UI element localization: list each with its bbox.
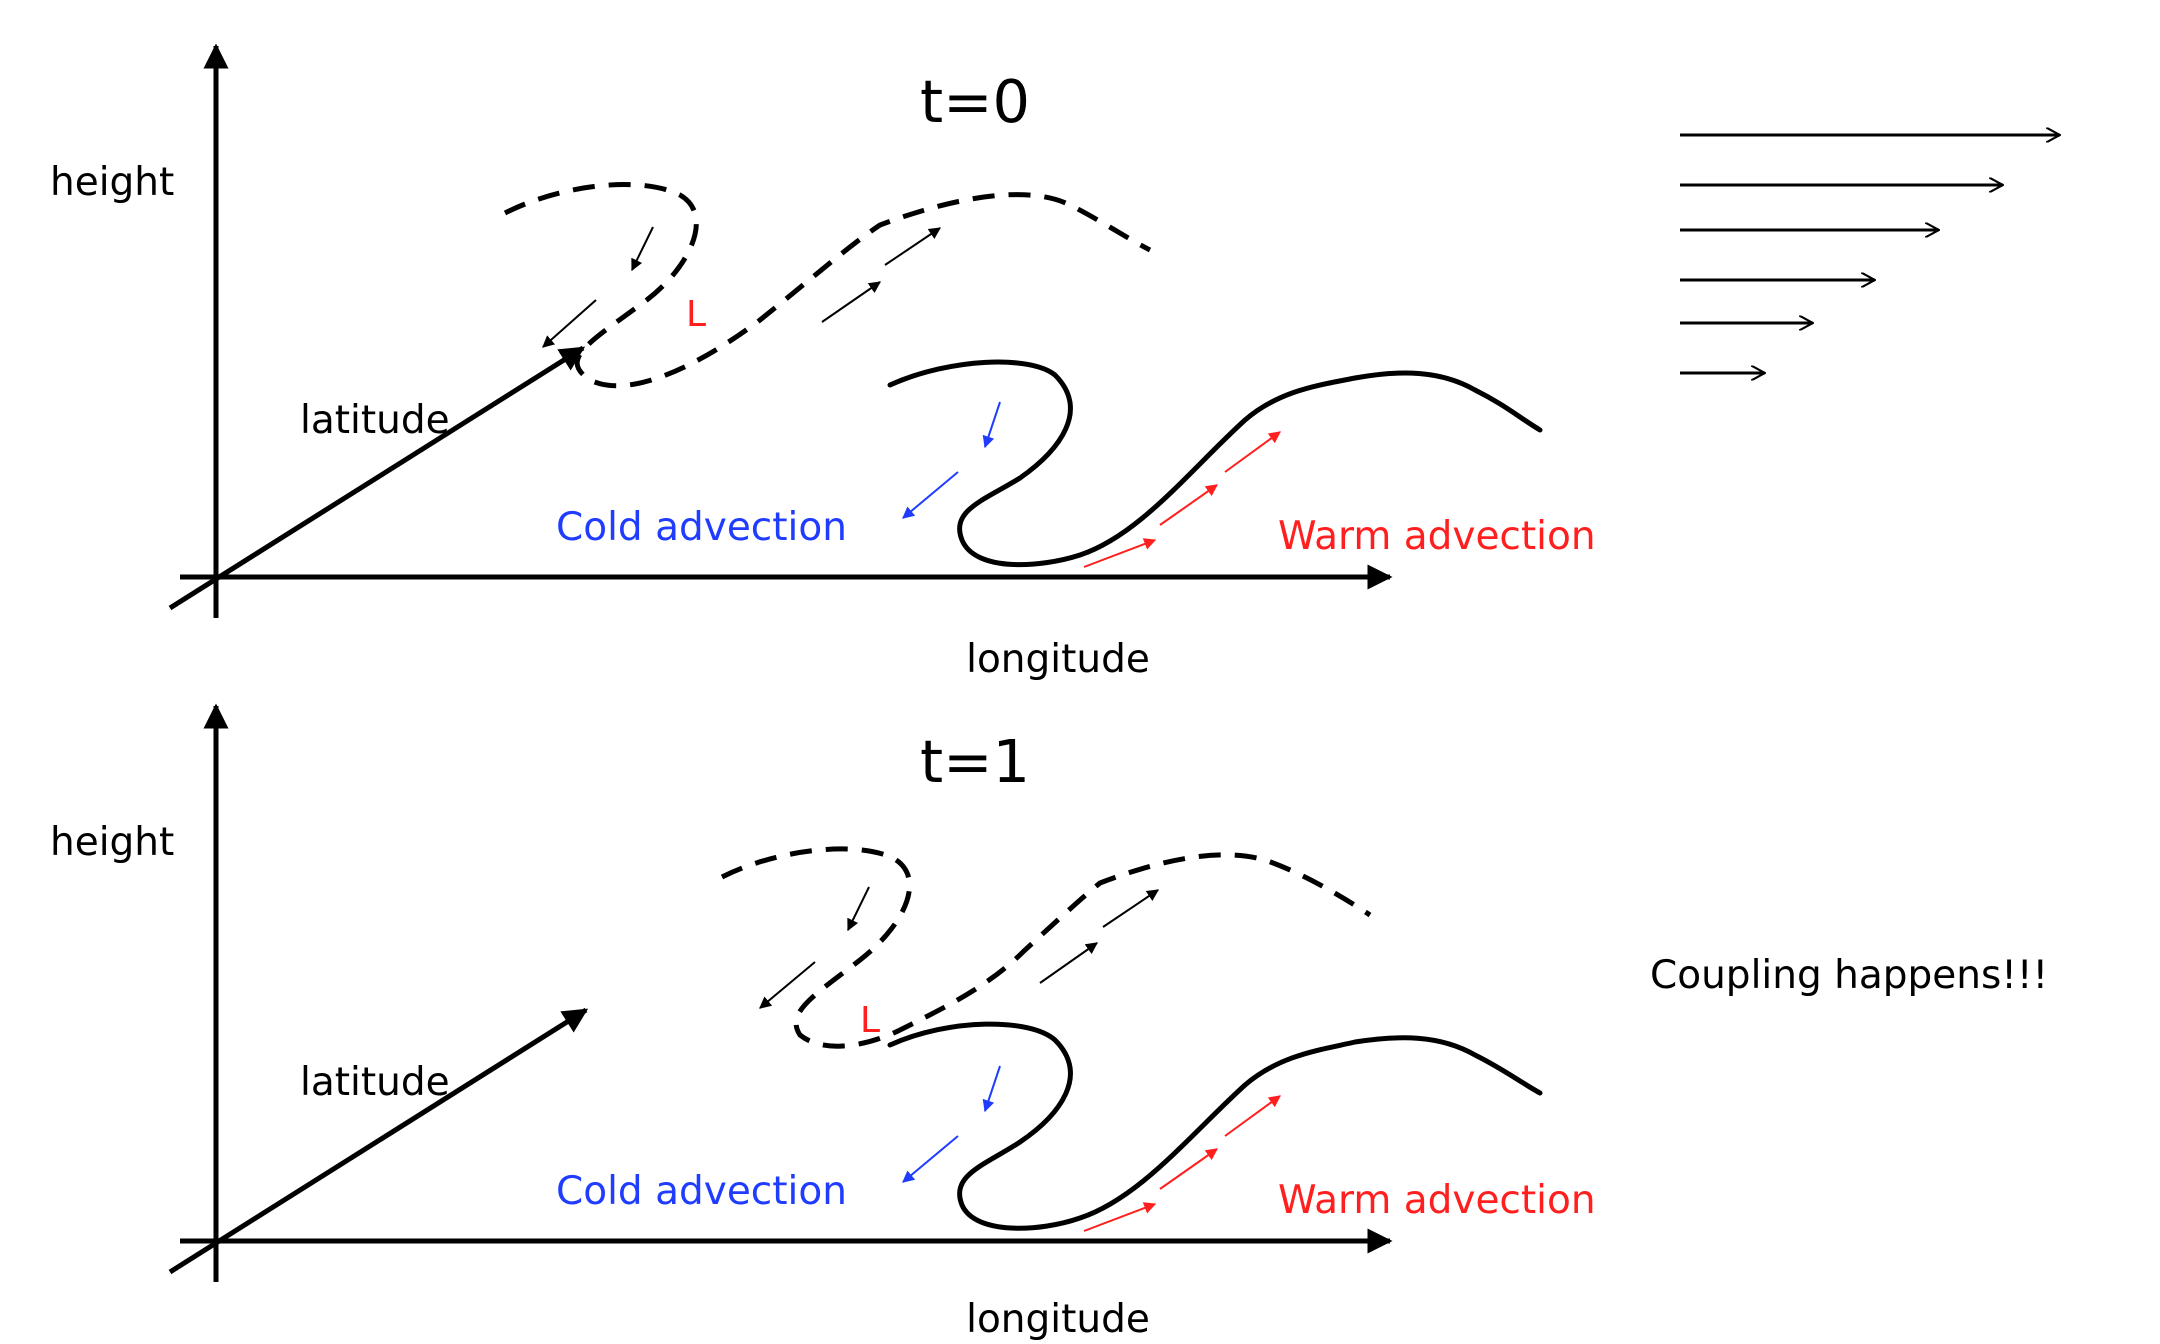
arrow — [884, 227, 941, 266]
upper-flow-arrows — [759, 886, 1159, 1009]
warm-advection-arrows — [1083, 1095, 1281, 1232]
arrow — [1224, 431, 1281, 473]
panel-t0: t=0 height latitude longitude L Cold adv… — [50, 43, 1596, 682]
arrow — [759, 961, 816, 1009]
latitude-axis — [168, 345, 586, 611]
warm-advection-label: Warm advection — [1278, 514, 1596, 559]
upper-level-trough-wave — [503, 182, 1152, 389]
surface-wave — [887, 359, 1543, 568]
longitude-axis-label: longitude — [966, 1297, 1150, 1342]
panel-t1: t=1 height latitude longitude L Cold adv… — [50, 703, 1596, 1342]
height-axis-label: height — [50, 820, 174, 865]
cold-advection-label: Cold advection — [556, 1169, 847, 1214]
warm-advection-label: Warm advection — [1278, 1178, 1596, 1223]
surface-wave — [887, 1021, 1543, 1231]
arrow — [542, 299, 597, 348]
low-pressure-marker: L — [860, 1000, 880, 1041]
upper-level-trough-wave — [720, 846, 1372, 1049]
arrow — [1224, 1095, 1281, 1137]
longitude-axis-label: longitude — [966, 637, 1150, 682]
arrow — [902, 471, 959, 519]
arrow — [1083, 538, 1157, 568]
wind-shear-profile — [1680, 135, 2060, 373]
cold-advection-label: Cold advection — [556, 505, 847, 550]
axes — [168, 43, 1393, 618]
arrow — [821, 281, 881, 323]
latitude-axis-label: latitude — [300, 398, 450, 443]
panel-title: t=1 — [920, 727, 1030, 796]
arrow — [902, 1135, 959, 1183]
height-axis-label: height — [50, 160, 174, 205]
latitude-axis-label: latitude — [300, 1060, 450, 1105]
coupling-note: Coupling happens!!! — [1650, 953, 2048, 998]
arrow — [1159, 484, 1218, 526]
arrow — [1159, 1148, 1218, 1190]
arrow — [1102, 889, 1159, 928]
arrow — [982, 1065, 1001, 1113]
low-pressure-marker: L — [686, 294, 706, 335]
panel-title: t=0 — [920, 67, 1030, 136]
arrow — [1083, 1202, 1157, 1232]
cold-advection-arrows — [902, 401, 1001, 519]
warm-advection-arrows — [1083, 431, 1281, 568]
arrow — [1039, 942, 1098, 984]
cold-advection-arrows — [902, 1065, 1001, 1183]
upper-flow-arrows — [542, 226, 941, 348]
axes — [168, 703, 1393, 1282]
arrow — [631, 226, 654, 272]
latitude-axis — [168, 1007, 589, 1275]
arrow — [847, 886, 870, 932]
arrow — [982, 401, 1001, 449]
